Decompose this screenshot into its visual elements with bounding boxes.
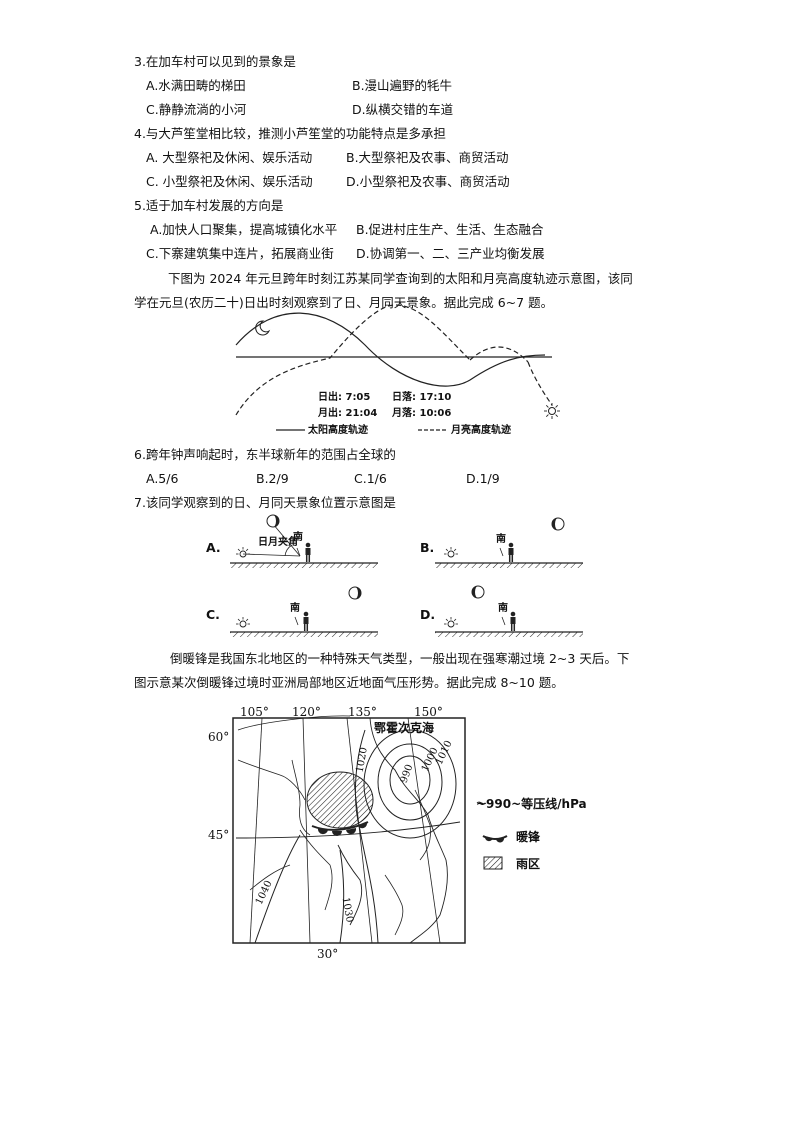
sunset-label: 日落: 17:10 (392, 392, 452, 403)
rain-area (306, 771, 374, 829)
q4-option-b: B.大型祭祀及农事、商贸活动 (346, 150, 509, 165)
q5-option-c: C.下寨建筑集中连片，拓展商业街 (146, 246, 334, 261)
q6-option-c: C.1/6 (354, 471, 387, 486)
q4-option-a: A. 大型祭祀及休闲、娱乐活动 (146, 150, 313, 165)
q5-option-b: B.促进村庄生产、生活、生态融合 (356, 222, 544, 237)
q4-stem: 4.与大芦笙堂相比较，推测小芦笙堂的功能特点是多承担 (134, 126, 446, 141)
south-label-a: 南 (293, 532, 303, 543)
person-icon (508, 542, 514, 562)
moonset-label: 月落: 10:06 (392, 408, 452, 419)
moon-altitude-curve-right (527, 361, 553, 406)
legend-rain-label: 雨区 (516, 857, 541, 871)
lon-105: 105° (240, 705, 269, 719)
moon-icon (266, 514, 280, 528)
legend-isobar-label: ~990~等压线/hPa (476, 797, 587, 811)
q3-option-b: B.漫山遍野的牦牛 (352, 78, 453, 93)
sun-icon (444, 617, 458, 628)
intro67-line2: 学在元旦(农历二十)日出时刻观察到了日、月同天景象。据此完成 6~7 题。 (134, 295, 554, 310)
q6-option-a: A.5/6 (146, 471, 179, 486)
intro67-line1: 下图为 2024 年元旦跨年时刻江苏某同学查询到的太阳和月亮高度轨迹示意图，该同 (168, 271, 633, 286)
lat-45: 45° (208, 828, 230, 842)
sun-altitude-curve (235, 312, 546, 387)
lat-60: 60° (208, 730, 230, 744)
sun-icon (444, 547, 458, 558)
q7-label-b: B. (420, 540, 435, 555)
q6-option-d: D.1/9 (466, 471, 500, 486)
q6-stem: 6.跨年钟声响起时，东半球新年的范围占全球的 (134, 447, 396, 462)
lon-150: 150° (414, 705, 443, 719)
q7-figure-b (435, 517, 583, 568)
isobar-1040-label: 1040 (253, 878, 275, 907)
legend-rain-icon (483, 856, 503, 870)
q3-stem: 3.在加车村可以见到的景象是 (134, 54, 296, 69)
legend-front-icon (482, 835, 508, 843)
lon-135: 135° (348, 705, 377, 719)
q6-option-b: B.2/9 (256, 471, 289, 486)
q7-label-a: A. (206, 540, 221, 555)
q7-label-d: D. (420, 607, 436, 622)
sunrise-label: 日出: 7:05 (318, 392, 371, 403)
q7-figure-d (435, 585, 583, 637)
okhotsk-sea-label: 鄂霍次克海 (374, 721, 435, 735)
q3-option-c: C.静静流淌的小河 (146, 102, 247, 117)
legend-moon-label: 月亮高度轨迹 (451, 425, 511, 436)
q5-option-d: D.协调第一、二、三产业均衡发展 (356, 246, 545, 261)
q7-label-c: C. (206, 607, 220, 622)
warm-front (311, 821, 369, 831)
person-icon (510, 611, 516, 631)
moon-altitude-curve-start (236, 318, 290, 345)
isobar-1020-label: 1020 (354, 746, 370, 774)
q4-option-c: C. 小型祭祀及休闲、娱乐活动 (146, 174, 313, 189)
isobar-1030-label: 1030 (339, 896, 355, 924)
moon-icon (348, 586, 362, 600)
legend-front-label: 暖锋 (516, 830, 541, 844)
person-icon (305, 542, 311, 562)
moon-icon (551, 517, 565, 531)
sun-icon (236, 547, 250, 558)
q7-figure-a (230, 514, 378, 568)
legend-sun-label: 太阳高度轨迹 (308, 425, 368, 436)
q5-stem: 5.适于加车村发展的方向是 (134, 198, 284, 213)
q3-option-a: A.水满田畴的梯田 (146, 78, 246, 93)
q4-option-d: D.小型祭祀及农事、商贸活动 (346, 174, 510, 189)
lat-30: 30° (317, 947, 339, 961)
angle-label: 日月夹角 (258, 537, 298, 548)
q7-stem: 7.该同学观察到的日、月同天景象位置示意图是 (134, 495, 396, 510)
q7-figure-c (230, 586, 378, 637)
isobar-990-label: 990 (398, 762, 416, 785)
q5-option-a: A.加快人口聚集，提高城镇化水平 (150, 222, 338, 237)
moonrise-label: 月出: 21:04 (318, 408, 378, 419)
intro810-line1: 倒暖锋是我国东北地区的一种特殊天气类型，一般出现在强寒潮过境 2~3 天后。下 (170, 651, 630, 666)
lon-120: 120° (292, 705, 321, 719)
moon-icon (471, 585, 485, 599)
sun-icon (544, 403, 560, 419)
q3-option-d: D.纵横交错的车道 (352, 102, 454, 117)
south-label-c: 南 (290, 603, 300, 614)
crescent-moon-icon (255, 320, 271, 336)
intro810-line2: 图示意某次倒暖锋过境时亚洲局部地区近地面气压形势。据此完成 8~10 题。 (134, 675, 564, 690)
person-icon (303, 611, 309, 631)
moon-altitude-curve-tail (469, 346, 529, 363)
south-label-d: 南 (498, 603, 508, 614)
south-label-b: 南 (496, 534, 506, 545)
sun-icon (236, 617, 250, 628)
